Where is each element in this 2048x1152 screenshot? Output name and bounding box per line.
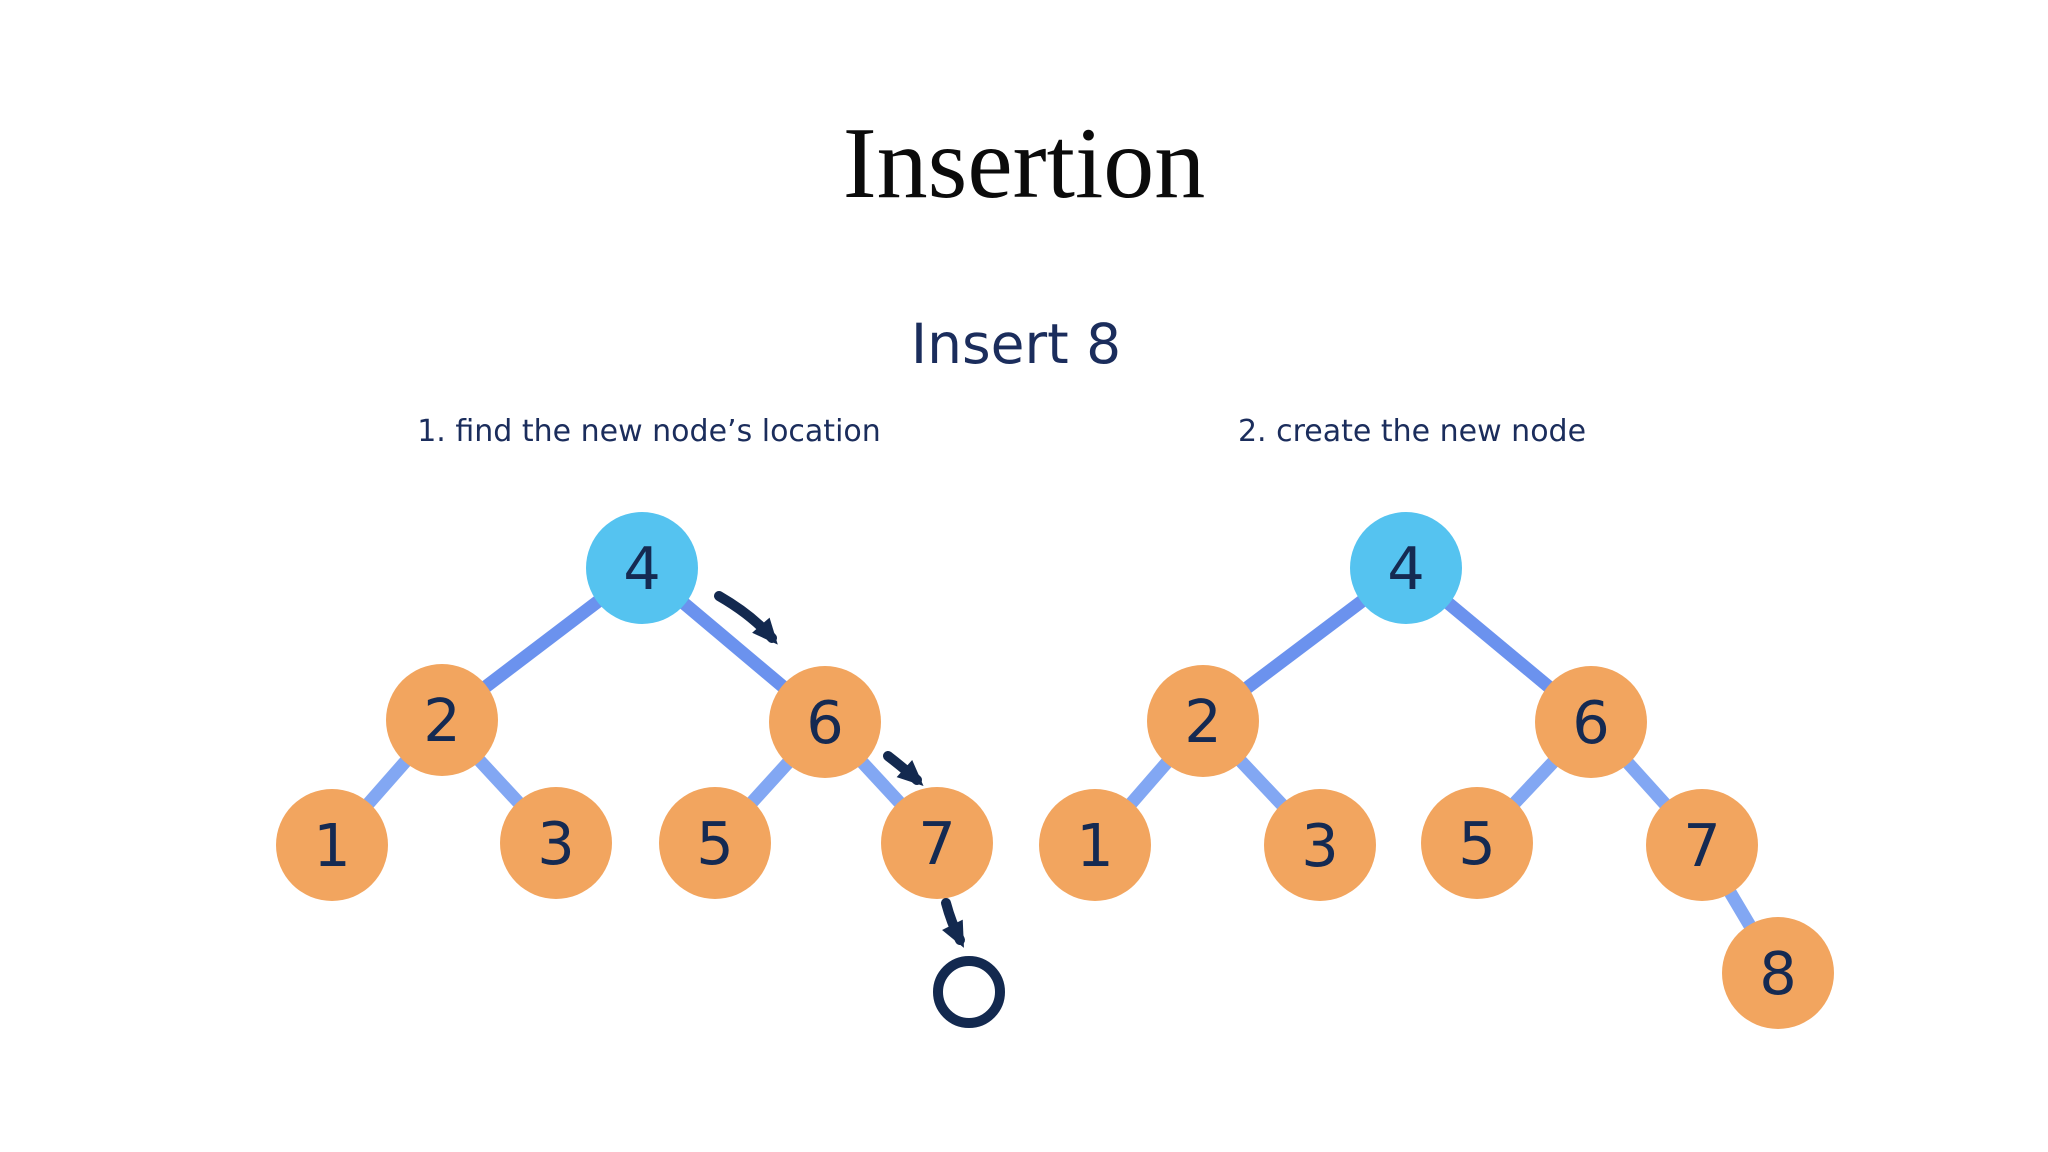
node-circle [1264,789,1376,901]
tree-node-6: 6 [769,666,881,778]
new-node-placeholder [933,956,1005,1028]
node-value: 3 [537,809,575,878]
tree-node-5: 5 [1421,787,1533,899]
search-arrow-7-to-empty-icon [941,898,965,948]
tree-node-7: 7 [1646,789,1758,901]
tree-node-2: 2 [1147,665,1259,777]
node-circle [500,787,612,899]
search-arrow-root-to-6-icon [714,591,778,645]
node-value: 5 [696,809,734,878]
step1-caption: 1. find the new node’s location [417,414,881,449]
step2-caption: 2. create the new node [1237,414,1587,449]
tree-create-node: 4 2 6 1 3 5 78 [1039,512,1834,1029]
tree-node-2: 2 [386,664,498,776]
node-value: 7 [1683,811,1721,880]
tree-find-location: 4 2 6 1 3 5 7 [276,512,1005,1028]
node-value: 6 [1572,688,1610,757]
node-circle [1646,789,1758,901]
node-circle [386,664,498,776]
slide-title: Insertion [842,107,1206,220]
node-value: 2 [1184,687,1222,756]
node-value: 4 [623,534,661,603]
search-arrow-6-to-7-icon [883,751,924,786]
node-value: 3 [1301,811,1339,880]
tree-node-1: 1 [1039,789,1151,901]
node-value: 5 [1458,809,1496,878]
node-value: 1 [313,811,351,880]
node-circle [1535,666,1647,778]
node-value: 8 [1759,939,1797,1008]
tree-node-3: 3 [1264,789,1376,901]
tree-node-7: 7 [881,787,993,899]
tree-node-4: 4 [1350,512,1462,624]
node-circle [1722,917,1834,1029]
node-value: 6 [806,688,844,757]
tree-node-5: 5 [659,787,771,899]
node-value: 4 [1387,534,1425,603]
node-circle [276,789,388,901]
node-value: 1 [1076,811,1114,880]
node-circle [659,787,771,899]
node-circle [1147,665,1259,777]
node-value: 7 [918,809,956,878]
tree-node-8: 8 [1722,917,1834,1029]
root-node-circle [586,512,698,624]
node-circle [769,666,881,778]
slide-subtitle: Insert 8 [910,312,1122,376]
root-node-circle [1350,512,1462,624]
tree-node-6: 6 [1535,666,1647,778]
tree-node-3: 3 [500,787,612,899]
tree-node-4: 4 [586,512,698,624]
node-circle [1039,789,1151,901]
node-circle [1421,787,1533,899]
tree-node-1: 1 [276,789,388,901]
node-value: 2 [423,686,461,755]
node-circle [881,787,993,899]
